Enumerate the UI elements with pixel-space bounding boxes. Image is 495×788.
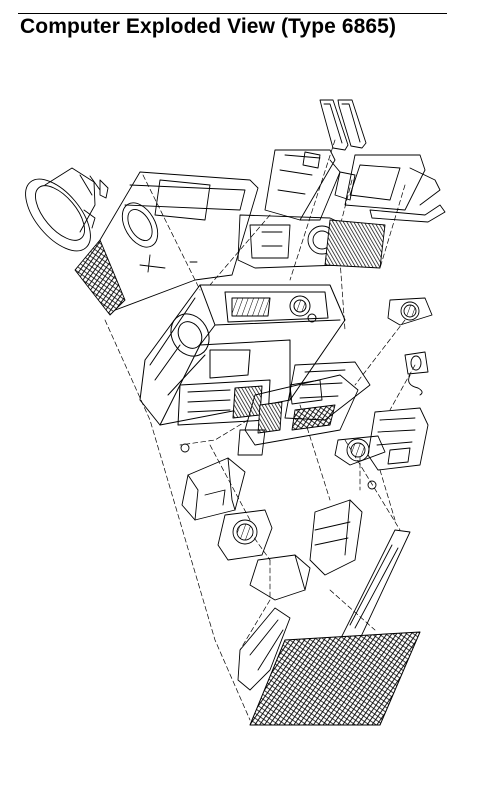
power-supply-unit (180, 443, 246, 521)
psu-fan (217, 509, 273, 561)
drive-bracket (249, 554, 311, 601)
front-panel-cover (334, 154, 446, 223)
exploded-view-figure (0, 60, 495, 760)
speaker-cable (404, 351, 429, 396)
front-bezel (237, 214, 386, 269)
right-side-cover (249, 631, 421, 726)
left-side-cover (74, 171, 259, 316)
case-fan-top (387, 297, 433, 326)
power-supply-right (367, 407, 429, 490)
drive-cage (264, 149, 341, 221)
hard-drive-cage (309, 499, 363, 576)
header-rule (18, 13, 447, 14)
adapter-card (237, 607, 291, 691)
expansion-slot-bar (339, 529, 411, 644)
rear-fan-housing (25, 167, 109, 252)
rear-panel (284, 361, 371, 421)
drive-bezel-strips (319, 99, 367, 151)
page-title: Computer Exploded View (Type 6865) (20, 15, 397, 38)
motherboard (237, 374, 359, 456)
case-fan-middle (334, 435, 386, 466)
main-chassis (139, 284, 346, 426)
